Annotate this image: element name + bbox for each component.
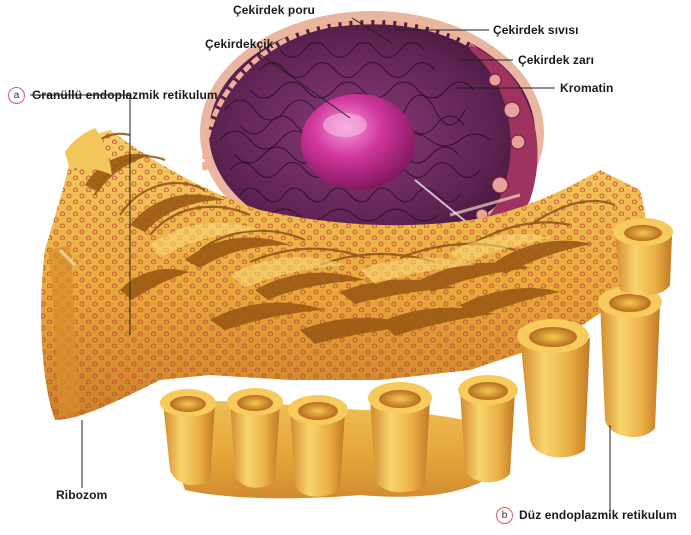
label-duz-er: Düz endoplazmik retikulum	[519, 508, 677, 522]
nucleolus	[301, 94, 415, 190]
label-cekirdekcik: Çekirdekçik	[205, 37, 273, 51]
label-cekirdek-poru: Çekirdek poru	[233, 3, 315, 17]
label-granullu-er: Granüllü endoplazmik retikulum	[32, 88, 218, 102]
label-ribozom: Ribozom	[56, 488, 107, 502]
marker-a: a	[8, 87, 25, 104]
marker-b: b	[496, 507, 513, 524]
label-cekirdek-zari: Çekirdek zarı	[518, 53, 594, 67]
label-kromatin: Kromatin	[560, 81, 613, 95]
label-cekirdek-sivisi: Çekirdek sıvısı	[493, 23, 579, 37]
